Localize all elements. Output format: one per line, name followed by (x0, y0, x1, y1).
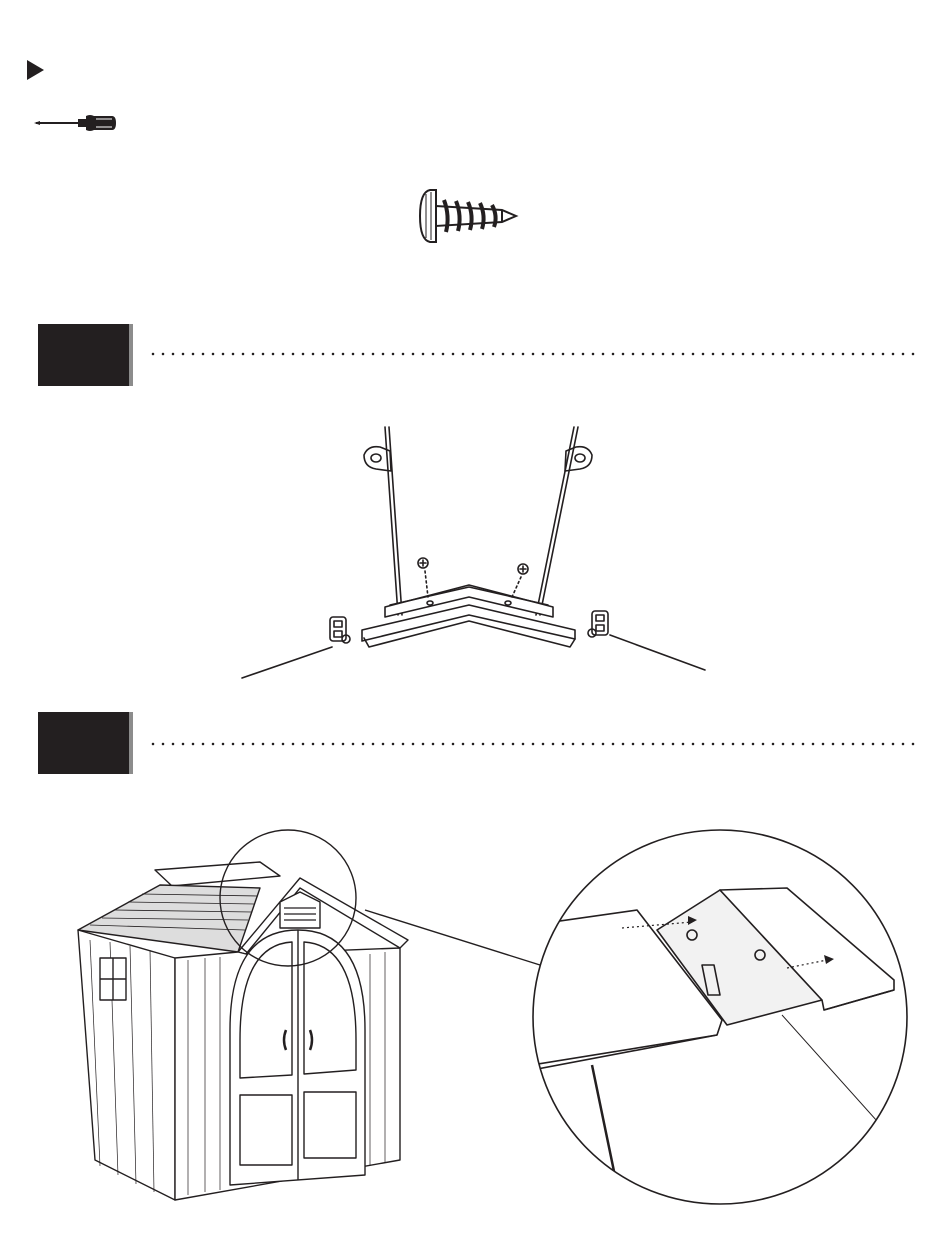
ridge-cap-detail-illustration (532, 830, 912, 1210)
